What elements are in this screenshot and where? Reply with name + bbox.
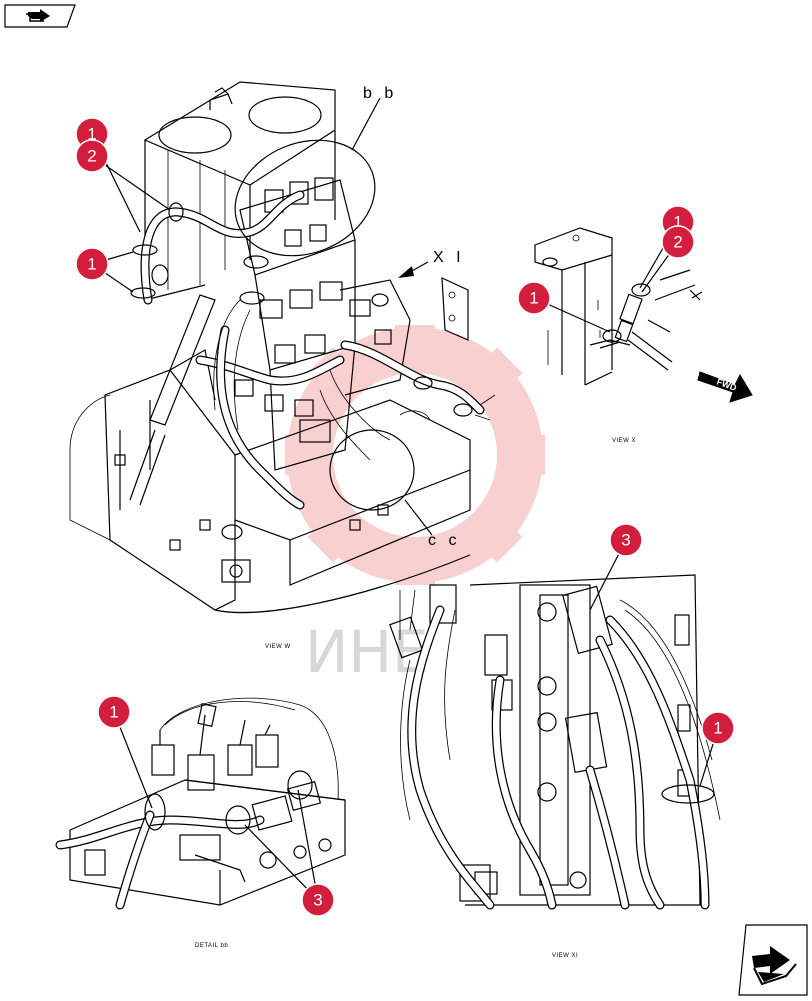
svg-text:1: 1 (529, 289, 538, 308)
callout-3: 3 (244, 789, 335, 917)
svg-text:2: 2 (87, 147, 96, 166)
callout-3: 3 (589, 523, 643, 611)
callout-1: 1 (97, 695, 153, 809)
callout-1: 1 (75, 117, 141, 233)
view-x-drawing (534, 227, 703, 386)
svg-text:2: 2 (673, 233, 682, 252)
callout-2: 2 (75, 139, 171, 211)
svg-text:1: 1 (87, 255, 96, 274)
svg-text:1: 1 (87, 125, 96, 144)
svg-text:3: 3 (621, 531, 630, 550)
svg-text:1: 1 (713, 719, 722, 738)
callout-2: 2 (641, 225, 695, 293)
previous-page-button[interactable] (4, 4, 76, 28)
label-bb: b b (363, 85, 397, 102)
svg-text:1: 1 (673, 213, 682, 232)
svg-text:1: 1 (109, 703, 118, 722)
fwd-arrow-icon: FWD (697, 371, 753, 403)
callout-1: 1 (517, 281, 611, 333)
caption-detail-bb: DETAIL bb (195, 943, 228, 949)
caption-view-x: VIEW X (612, 438, 636, 444)
watermark-text: ИНЕ (305, 618, 429, 686)
callout-1: 1 (75, 247, 134, 293)
detail-bb-drawing (55, 697, 346, 910)
arrow-right-icon (738, 924, 808, 996)
main-view-drawing (69, 81, 496, 614)
caption-view-w: VIEW W (265, 644, 291, 650)
fwd-label: FWD (715, 376, 738, 393)
svg-text:3: 3 (313, 891, 322, 910)
arrow-left-icon (4, 4, 76, 28)
caption-view-xi: VIEW XI (552, 953, 578, 959)
label-xi: X I (433, 249, 465, 266)
next-page-button[interactable] (738, 924, 808, 996)
view-xi-drawing (389, 574, 721, 910)
label-cc: c c (428, 532, 460, 549)
callout-1: 1 (699, 711, 735, 787)
